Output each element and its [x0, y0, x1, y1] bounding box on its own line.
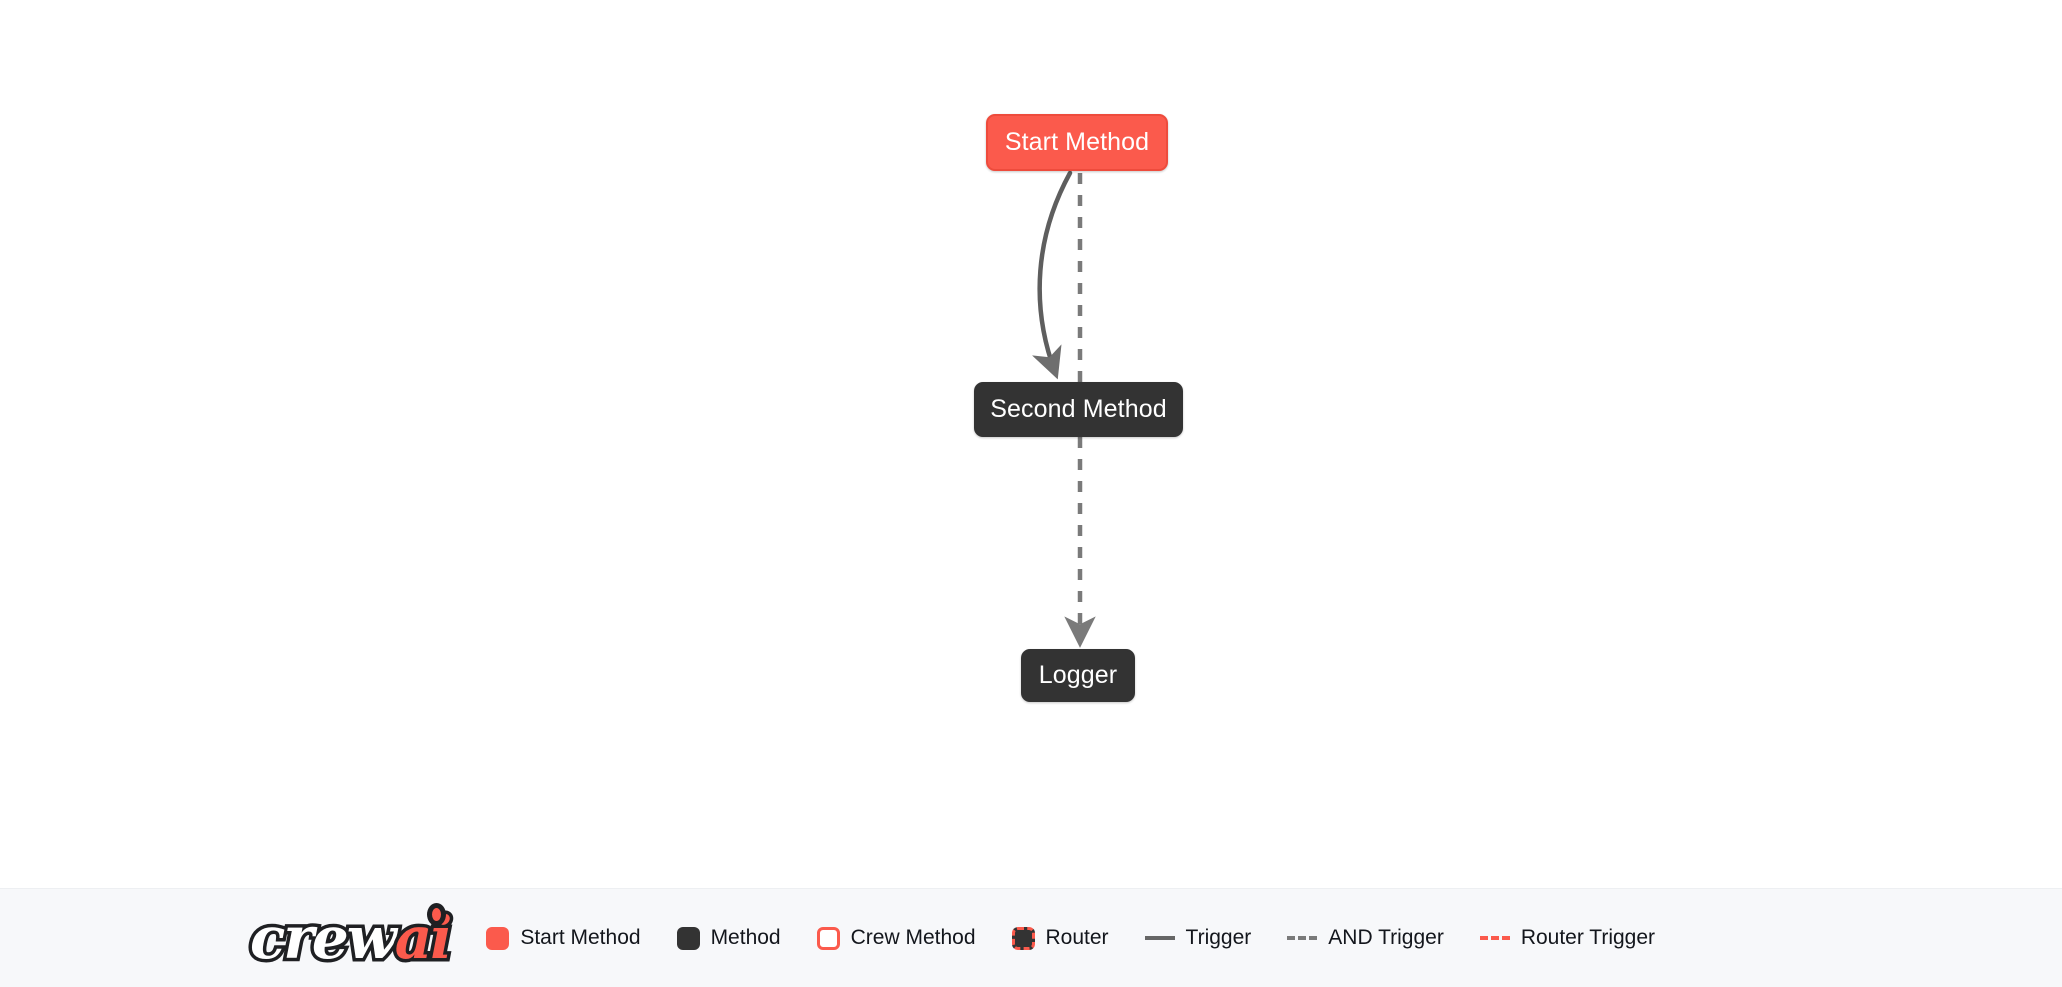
edge-start-to-second — [1031, 170, 1073, 380]
legend-label: AND Trigger — [1328, 926, 1444, 949]
node-label: Logger — [1038, 661, 1118, 689]
crewai-logo: crewai — [247, 903, 456, 971]
legend-item-router[interactable]: Router — [1011, 926, 1109, 950]
legend-item-crew-method[interactable]: Crew Method — [816, 926, 976, 950]
legend-label: Crew Method — [850, 926, 976, 949]
router-swatch-icon — [1011, 926, 1035, 950]
trigger-line-icon — [1144, 936, 1175, 940]
start-method-swatch-icon — [486, 926, 510, 950]
crew-method-swatch-icon — [816, 926, 840, 950]
node-logger[interactable]: Logger — [1021, 649, 1135, 702]
legend-label: Method — [710, 926, 781, 949]
logo-text-crew: crew — [247, 904, 401, 972]
node-label: Start Method — [1004, 128, 1150, 156]
node-label: Second Method — [990, 395, 1167, 423]
logo-dot-icon — [427, 903, 447, 926]
method-swatch-icon — [676, 926, 700, 950]
legend-item-trigger[interactable]: Trigger — [1144, 926, 1252, 950]
node-second-method[interactable]: Second Method — [974, 382, 1183, 437]
legend-label: Router Trigger — [1520, 926, 1656, 949]
legend-label: Trigger — [1185, 926, 1252, 949]
legend-item-method[interactable]: Method — [676, 926, 781, 950]
legend-item-and-trigger[interactable]: AND Trigger — [1287, 926, 1444, 950]
diagram-canvas[interactable]: Start Method Second Method Logger — [0, 0, 2062, 888]
router-trigger-line-icon — [1479, 936, 1510, 940]
legend-label: Start Method — [520, 926, 641, 949]
node-start-method[interactable]: Start Method — [986, 114, 1168, 171]
legend-item-start-method[interactable]: Start Method — [486, 926, 641, 950]
legend-item-router-trigger[interactable]: Router Trigger — [1479, 926, 1656, 950]
legend-label: Router — [1045, 926, 1109, 949]
legend-footer: crewai Start Method Method Crew Method R… — [0, 888, 2062, 987]
edge-layer — [1031, 170, 1096, 648]
and-trigger-line-icon — [1287, 936, 1318, 940]
